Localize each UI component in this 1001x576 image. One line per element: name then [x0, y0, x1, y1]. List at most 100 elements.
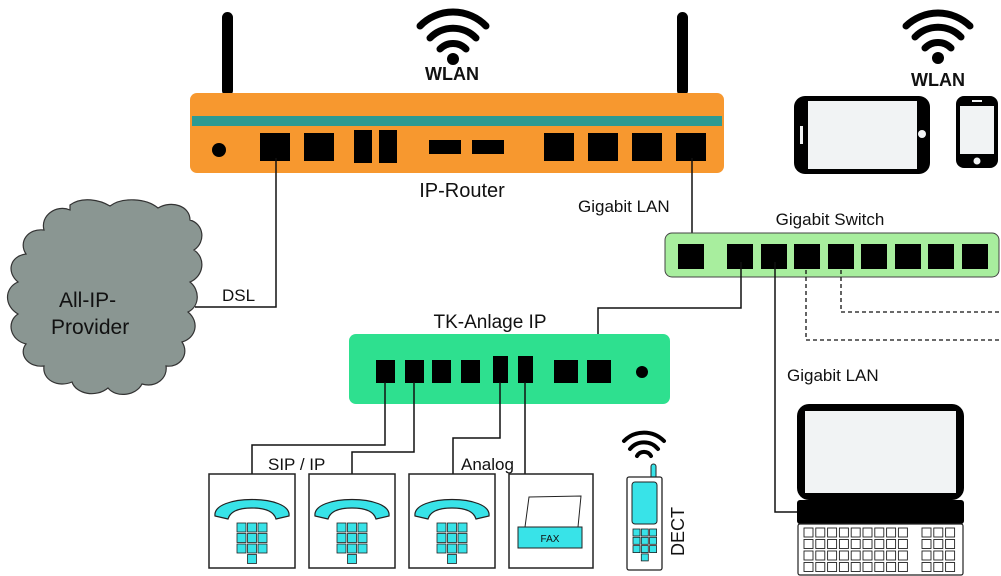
wifi-icon — [622, 430, 666, 458]
switch-laptop-link — [774, 262, 800, 513]
laptop-key — [803, 527, 814, 538]
keypad-key — [649, 545, 657, 553]
keypad-key — [436, 533, 447, 543]
pbx-port-analog — [493, 356, 508, 383]
laptop-key — [933, 562, 944, 572]
switch-port — [727, 244, 753, 269]
pbx-port — [461, 360, 480, 383]
phone-box — [408, 473, 496, 569]
keypad-key — [257, 533, 268, 543]
laptop-key — [803, 539, 814, 549]
keypad-key — [447, 554, 457, 564]
keypad-key — [236, 543, 247, 554]
laptop-key — [815, 539, 826, 549]
laptop-hinge — [797, 500, 964, 524]
provider-label-line1: All-IP- — [59, 289, 116, 312]
dsl-label: DSL — [222, 286, 255, 305]
laptop-key — [815, 550, 826, 561]
laptop-key — [838, 562, 849, 572]
sip-phone-1 — [208, 473, 296, 569]
phones — [208, 473, 496, 569]
switch-port — [761, 244, 787, 269]
dect-label: DECT — [668, 507, 688, 556]
switch-port — [828, 244, 854, 269]
pbx-port-sip — [376, 360, 395, 383]
router-wlan-label: WLAN — [425, 64, 479, 84]
fax-machine: FAX — [508, 473, 594, 569]
keypad-key — [357, 543, 368, 554]
keypad-key — [632, 528, 641, 537]
keypad-key — [649, 536, 657, 545]
keypad-key — [236, 522, 247, 533]
dect-handset: DECT — [622, 430, 688, 571]
router-port-lan — [676, 133, 706, 161]
laptop-key — [897, 539, 908, 549]
switch-dashed-link-2 — [840, 270, 1001, 313]
keypad-key — [347, 554, 357, 564]
pbx-port — [432, 360, 451, 383]
laptop-key — [850, 539, 861, 549]
laptop-keys — [803, 527, 956, 572]
pbx-port — [554, 360, 578, 383]
switch-port — [928, 244, 954, 269]
switch-port — [962, 244, 988, 269]
router-port-lan — [632, 133, 662, 161]
dect-screen — [631, 481, 658, 525]
pbx-sip-phone-1-link — [251, 382, 386, 474]
wifi-icon — [416, 8, 490, 65]
fax-paper — [524, 495, 582, 528]
keypad-key — [640, 528, 649, 537]
keypad-key — [347, 522, 357, 533]
router-port — [304, 133, 334, 161]
keypad-key — [336, 533, 347, 543]
handset-icon — [314, 498, 390, 520]
keypad-key — [357, 533, 368, 543]
laptop-key — [838, 527, 849, 538]
laptop-key — [827, 562, 838, 572]
keypad-key — [247, 543, 257, 554]
switch-port — [794, 244, 820, 269]
laptop-key — [921, 527, 932, 538]
keypad-key — [336, 522, 347, 533]
keypad-key — [649, 528, 657, 537]
laptop-key — [862, 539, 873, 549]
laptop-key — [933, 550, 944, 561]
laptop-key — [803, 562, 814, 572]
keypad-key — [457, 543, 468, 554]
laptop-key — [921, 562, 932, 572]
laptop-key — [862, 527, 873, 538]
laptop-key — [838, 539, 849, 549]
laptop-key — [803, 550, 814, 561]
laptop-key — [827, 539, 838, 549]
laptop-key — [933, 539, 944, 549]
keypad-key — [640, 545, 649, 553]
keypad-key — [640, 536, 649, 545]
laptop-key — [945, 527, 956, 538]
keypad-key — [257, 543, 268, 554]
handset-icon — [414, 498, 490, 520]
laptop-key — [897, 527, 908, 538]
laptop-key — [827, 550, 838, 561]
laptop-link-label: Gigabit LAN — [787, 366, 879, 385]
laptop-key — [945, 562, 956, 572]
keypad-key — [347, 543, 357, 554]
laptop-key — [886, 562, 897, 572]
router-uplink-label: Gigabit LAN — [578, 197, 670, 216]
laptop-key — [850, 562, 861, 572]
dsl-link — [195, 158, 277, 308]
keypad-key — [457, 533, 468, 543]
provider-cloud: All-IP- Provider — [6, 199, 203, 395]
provider-label-line2: Provider — [51, 316, 129, 339]
phone-box — [208, 473, 296, 569]
smartphone-icon — [956, 96, 998, 168]
keypad-key — [447, 533, 457, 543]
laptop-key — [897, 562, 908, 572]
router-port — [429, 140, 461, 154]
keypad-key — [632, 545, 641, 553]
keypad-key — [632, 536, 641, 545]
switch-port — [861, 244, 887, 269]
keypad-key — [357, 522, 368, 533]
keypad-key — [257, 522, 268, 533]
analog-phone — [408, 473, 496, 569]
